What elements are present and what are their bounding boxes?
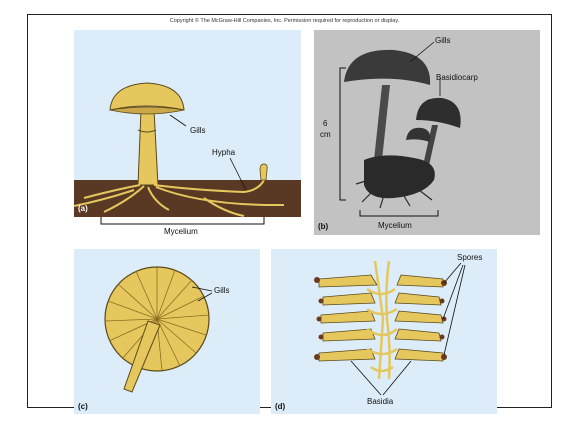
scale-value: 6 [323,119,327,128]
gills-label-c: Gills [214,286,230,295]
panel-d-tag: (d) [275,402,285,411]
panel-b-tag: (b) [318,222,328,231]
scale-unit: cm [320,130,331,139]
basidiocarp-label: Basidiocarp [436,73,478,82]
basidia-illustration [271,249,497,414]
gills-underside-illustration [74,249,260,414]
button-mushroom [260,164,267,180]
gills-pointer [170,115,186,126]
hypha-label: Hypha [212,148,235,157]
panel-b-mushroom-photo: Gills Basidiocarp 6 cm Mycelium (b) [314,30,540,235]
mycelium-label-a: Mycelium [164,227,198,236]
panel-c-gills-underside: Gills (c) [74,249,260,414]
panel-a-mushroom-illustration: Gills Hypha (a) [74,30,301,217]
gills-label-a: Gills [190,126,206,135]
spores-label: Spores [457,253,482,262]
copyright-notice: Copyright © The McGraw-Hill Companies, I… [0,18,569,24]
basidia-label: Basidia [367,397,393,406]
panel-c-tag: (c) [78,402,88,411]
gills-label-b: Gills [435,36,451,45]
mushroom-stalk [138,110,158,185]
mushroom-illustration [74,30,301,217]
mycelium-label-b: Mycelium [378,221,412,230]
panel-a-tag: (a) [78,204,88,213]
mushroom-cap [110,83,184,110]
panel-d-basidia-section: Spores Basidia (d) [271,249,497,414]
spores-pointers [443,263,465,355]
mushroom-photo [314,30,540,235]
